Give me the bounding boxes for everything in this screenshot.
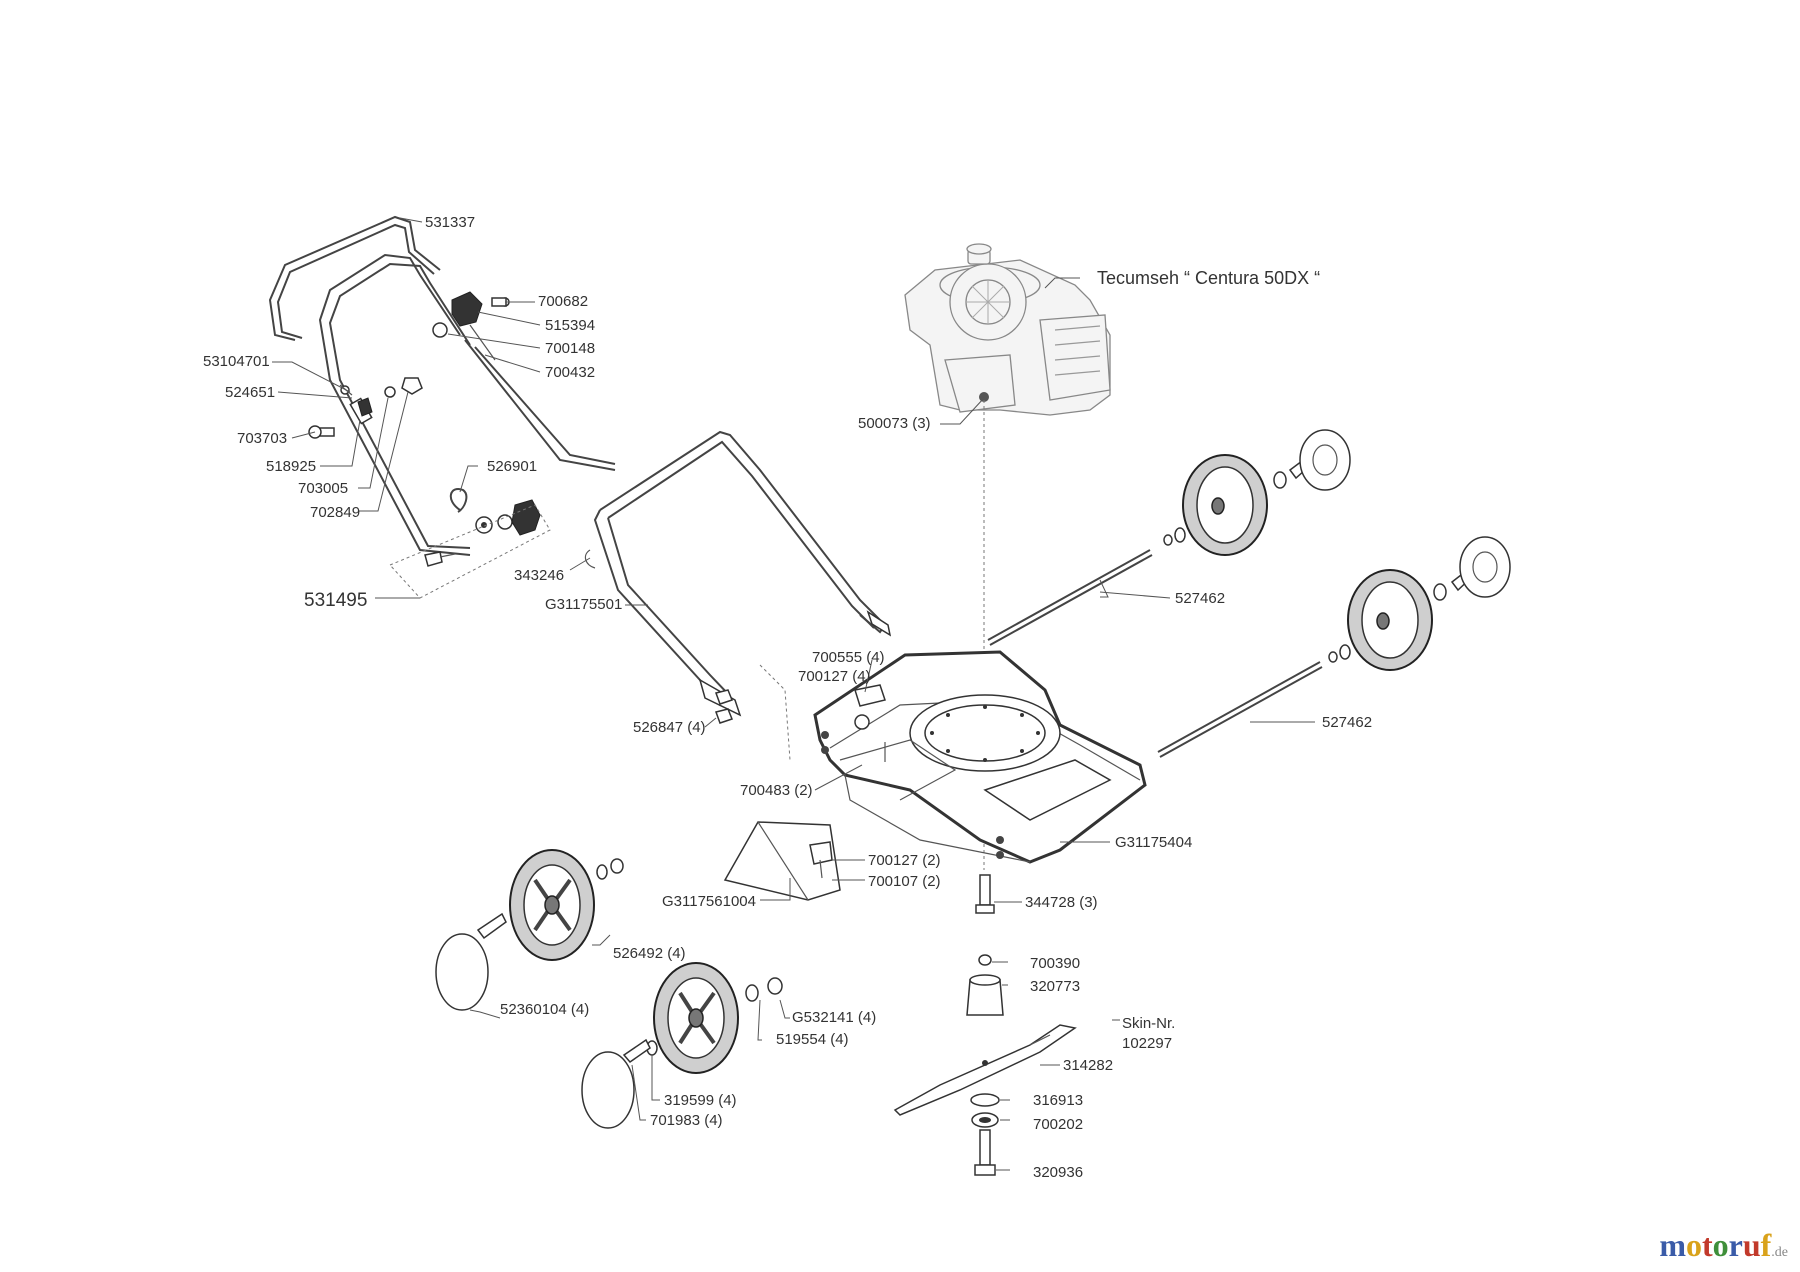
label-700682: 700682 — [538, 293, 588, 310]
label-700148: 700148 — [545, 340, 595, 357]
rear-axle-upper — [987, 549, 1153, 646]
label-700202: 700202 — [1033, 1116, 1083, 1133]
cable-control-lever — [432, 291, 510, 361]
handle-clamp-kit — [389, 488, 551, 599]
skin-label-line2: 102297 — [1122, 1035, 1172, 1052]
engine-bolt — [975, 874, 995, 914]
rear-deflector — [723, 821, 841, 901]
engine-label: Tecumseh “ Centura 50DX “ — [1097, 268, 1320, 288]
skin-label-line1: Skin-Nr. — [1122, 1015, 1175, 1032]
brand-letter: t — [1701, 1227, 1713, 1263]
rear-wheel-lower — [1328, 536, 1511, 671]
label-703005: 703005 — [298, 480, 348, 497]
label-G3117561004: G3117561004 — [662, 893, 756, 910]
label-518925: 518925 — [266, 458, 316, 475]
label-53104701: 53104701 — [203, 353, 270, 370]
label-526901: 526901 — [487, 458, 537, 475]
label-344728: 344728 (3) — [1025, 894, 1098, 911]
label-G532141: G532141 (4) — [792, 1009, 876, 1026]
label-531337: 531337 — [425, 214, 475, 231]
label-702849: 702849 — [310, 504, 360, 521]
brand-letter: f — [1760, 1227, 1772, 1263]
brand-letter: m — [1659, 1227, 1686, 1263]
label-703703: 703703 — [237, 430, 287, 447]
handle-knob-assembly — [308, 377, 423, 439]
brand-letter: o — [1685, 1227, 1702, 1263]
brand-letter: u — [1742, 1227, 1761, 1263]
label-515394: 515394 — [545, 317, 595, 334]
brand-letter: o — [1712, 1227, 1729, 1263]
engine — [904, 243, 1111, 870]
blade-assembly — [893, 954, 1077, 1176]
brand-wordmark: motoruf — [1659, 1227, 1771, 1263]
label-700390: 700390 — [1030, 955, 1080, 972]
front-wheel-upper — [435, 849, 624, 1011]
label-G31175404: G31175404 — [1115, 834, 1192, 851]
label-52360104: 52360104 (4) — [500, 1001, 589, 1018]
label-320936: 320936 — [1033, 1164, 1083, 1181]
label-701983: 701983 (4) — [650, 1112, 723, 1129]
front-wheel-lower — [581, 962, 783, 1129]
label-526492: 526492 (4) — [613, 945, 686, 962]
label-527462-upper: 527462 — [1175, 590, 1225, 607]
part-labels: 531337 700682 515394 700148 700432 53104… — [203, 214, 1372, 1181]
label-700483: 700483 (2) — [740, 782, 813, 799]
label-700127-4: 700127 (4) — [798, 668, 871, 685]
label-531495: 531495 — [304, 590, 367, 611]
label-314282: 314282 — [1063, 1057, 1113, 1074]
label-700432: 700432 — [545, 364, 595, 381]
label-700555: 700555 (4) — [812, 649, 885, 666]
label-G31175501: G31175501 — [545, 596, 622, 613]
rear-axle-lower — [1157, 661, 1323, 758]
brand-logo: motoruf.de — [1659, 1227, 1788, 1264]
leader-lines — [272, 217, 1315, 1171]
label-524651: 524651 — [225, 384, 275, 401]
label-519554: 519554 (4) — [776, 1031, 849, 1048]
rear-wheel-upper — [1163, 429, 1351, 556]
label-319599: 319599 (4) — [664, 1092, 737, 1109]
label-700107: 700107 (2) — [868, 873, 941, 890]
upper-handle — [268, 215, 616, 556]
label-700127-2: 700127 (2) — [868, 852, 941, 869]
label-343246: 343246 — [514, 567, 564, 584]
label-500073: 500073 (3) — [858, 415, 931, 432]
brand-letter: r — [1728, 1227, 1743, 1263]
label-320773: 320773 — [1030, 978, 1080, 995]
brand-tld: .de — [1771, 1245, 1788, 1260]
label-526847: 526847 (4) — [633, 719, 706, 736]
label-527462-lower: 527462 — [1322, 714, 1372, 731]
handle-nuts — [715, 664, 791, 761]
mower-deck — [813, 650, 1147, 864]
label-316913: 316913 — [1033, 1092, 1083, 1109]
